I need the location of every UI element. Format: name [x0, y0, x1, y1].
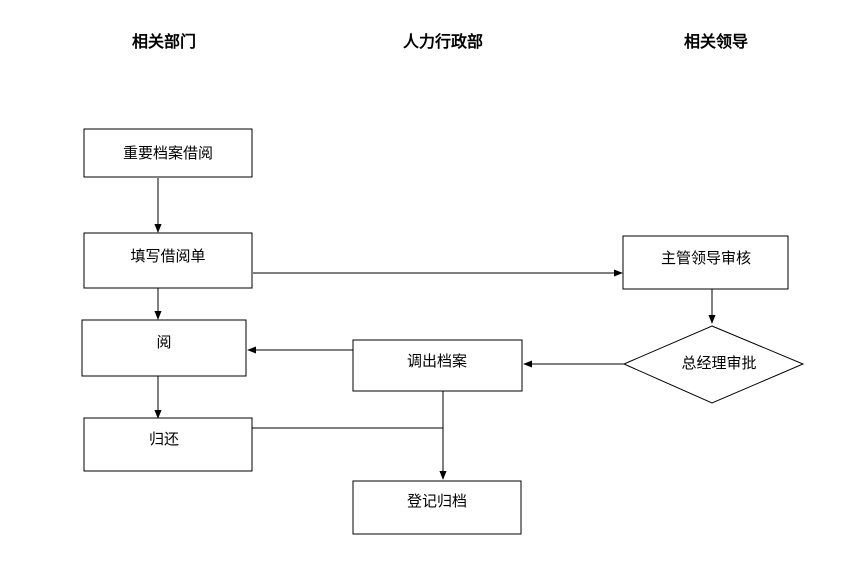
node-register-archive: 登记归档: [352, 480, 522, 535]
node-label: 主管领导审核: [661, 249, 751, 267]
node-important-file-borrow: 重要档案借阅: [83, 128, 253, 178]
node-label: 填写借阅单: [130, 247, 205, 265]
node-label: 登记归档: [407, 492, 467, 510]
node-retrieve-file: 调出档案: [352, 339, 523, 392]
node-return: 归还: [83, 417, 253, 472]
node-supervisor-review: 主管领导审核: [622, 235, 789, 290]
node-label: 归还: [149, 430, 179, 448]
node-read: 阅: [81, 319, 247, 377]
node-gm-approve: 总经理审批: [622, 325, 805, 404]
node-label: 阅: [156, 333, 171, 351]
column-header-related-departments: 相关部门: [132, 32, 197, 51]
node-fill-borrow-form: 填写借阅单: [83, 232, 253, 289]
node-label: 重要档案借阅: [123, 144, 213, 162]
node-label: 总经理审批: [681, 354, 756, 372]
column-header-hr-admin: 人力行政部: [403, 32, 484, 51]
node-label: 调出档案: [407, 352, 467, 370]
column-header-related-leaders: 相关领导: [684, 32, 749, 51]
